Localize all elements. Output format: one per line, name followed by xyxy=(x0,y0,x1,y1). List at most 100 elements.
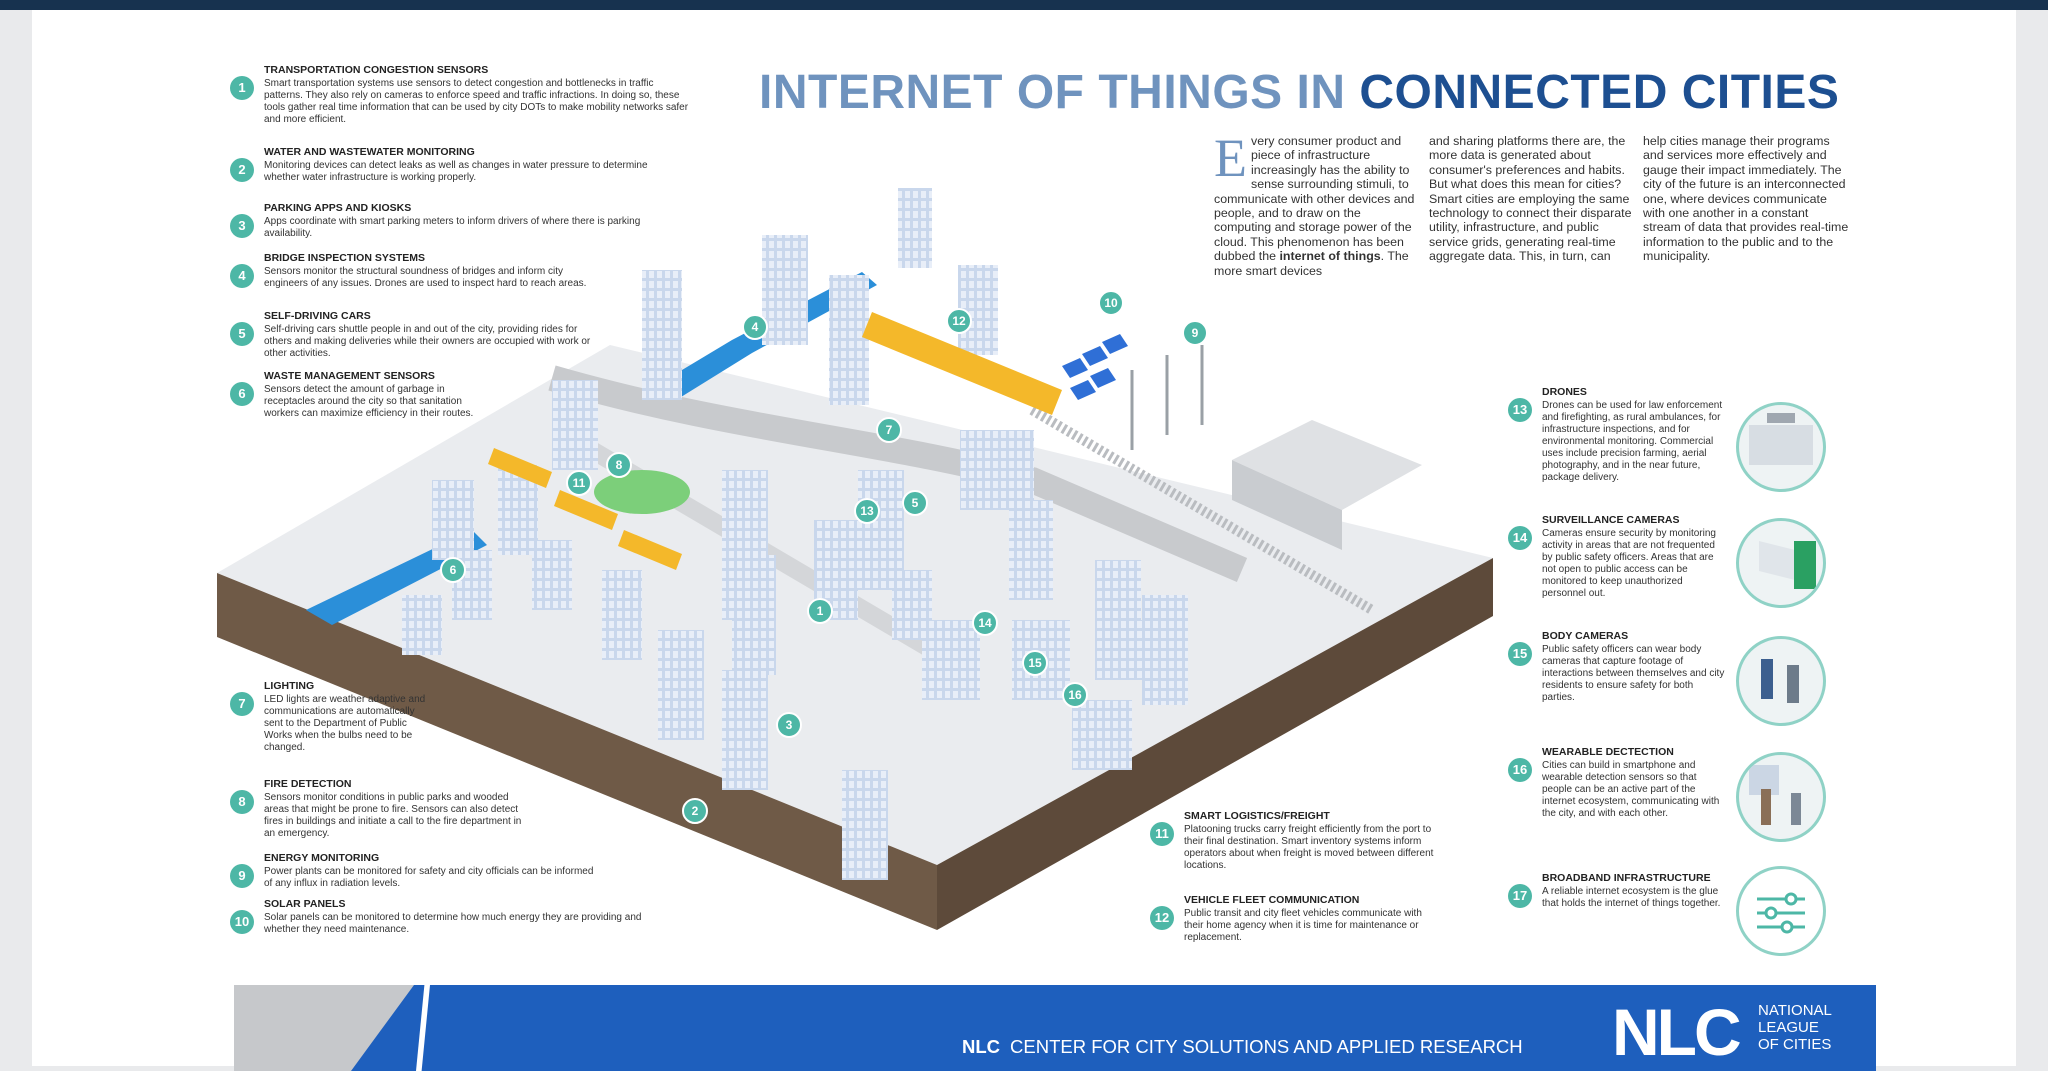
map-marker-11: 11 xyxy=(566,470,592,496)
item-number-badge: 12 xyxy=(1150,906,1174,930)
item-number-badge: 5 xyxy=(230,322,254,346)
intro-text-1-end: . The more smart devices xyxy=(1214,249,1409,278)
map-marker-15: 15 xyxy=(1022,650,1048,676)
item-number-badge: 3 xyxy=(230,214,254,238)
title-part-2: CONNECTED CITIES xyxy=(1359,66,1840,119)
logo-line-3: OF CITIES xyxy=(1758,1036,1832,1053)
intro-bold-term: internet of things xyxy=(1279,249,1381,264)
item-number-badge: 4 xyxy=(230,264,254,288)
intro-text-1: very consumer product and piece of infra… xyxy=(1214,134,1415,264)
item-title: FIRE DETECTION xyxy=(264,778,352,790)
item-text: Self-driving cars shuttle people in and … xyxy=(264,324,591,359)
item-title: VEHICLE FLEET COMMUNICATION xyxy=(1184,894,1360,906)
map-marker-2: 2 xyxy=(682,798,708,824)
city-illustration xyxy=(217,188,1493,930)
drone-thumbnail xyxy=(1736,402,1826,492)
item-title: WATER AND WASTEWATER MONITORING xyxy=(264,146,475,158)
item-number-badge: 7 xyxy=(230,692,254,716)
item-number-badge: 14 xyxy=(1508,526,1532,550)
nlc-logo: NLC xyxy=(1612,995,1742,1069)
item-number-badge: 15 xyxy=(1508,642,1532,666)
item-title: ENERGY MONITORING xyxy=(264,852,380,864)
footer-divider xyxy=(416,985,430,1071)
warehouse-wall xyxy=(1232,460,1342,550)
map-marker-12: 12 xyxy=(946,308,972,334)
buildings xyxy=(402,188,1188,880)
item-text: Monitoring devices can detect leaks as w… xyxy=(264,160,648,183)
warehouse-roof xyxy=(1232,420,1422,510)
map-marker-5: 5 xyxy=(902,490,928,516)
broadband-thumbnail xyxy=(1736,866,1826,956)
solar-panels xyxy=(1062,334,1128,400)
river-upper xyxy=(632,272,877,415)
item-number-badge: 9 xyxy=(230,864,254,888)
map-marker-4: 4 xyxy=(742,314,768,340)
item-title: SOLAR PANELS xyxy=(264,898,346,910)
item-number-badge: 17 xyxy=(1508,884,1532,908)
logo-line-2: LEAGUE xyxy=(1758,1019,1819,1036)
item-title: LIGHTING xyxy=(264,680,315,692)
item-title: WEARABLE DECTECTION xyxy=(1542,746,1674,758)
item-title: BROADBAND INFRASTRUCTURE xyxy=(1542,872,1711,884)
item-text: Public transit and city fleet vehicles c… xyxy=(1184,908,1422,943)
footer-banner: NLC CENTER FOR CITY SOLUTIONS AND APPLIED… xyxy=(234,985,1876,1071)
platform-side-right xyxy=(937,558,1493,930)
item-number-badge: 2 xyxy=(230,158,254,182)
map-marker-3: 3 xyxy=(776,712,802,738)
item-text: Platooning trucks carry freight efficien… xyxy=(1184,824,1434,871)
item-title: DRONES xyxy=(1542,386,1587,398)
item-number-badge: 8 xyxy=(230,790,254,814)
nlc-logo-text: NATIONAL LEAGUE OF CITIES xyxy=(1758,1002,1832,1053)
item-title: SMART LOGISTICS/FREIGHT xyxy=(1184,810,1330,822)
logo-line-1: NATIONAL xyxy=(1758,1002,1832,1019)
item-title: PARKING APPS AND KIOSKS xyxy=(264,202,412,214)
item-text: Solar panels can be monitored to determi… xyxy=(264,912,642,935)
map-marker-9: 9 xyxy=(1182,320,1208,346)
item-text: Sensors detect the amount of garbage in … xyxy=(264,384,474,419)
item-text: Smart transportation systems use sensors… xyxy=(264,78,689,125)
park xyxy=(594,470,690,514)
item-text: Public safety officers can wear body cam… xyxy=(1542,644,1725,703)
footer-grey-wedge xyxy=(234,985,414,1071)
item-number-badge: 6 xyxy=(230,382,254,406)
item-title: TRANSPORTATION CONGESTION SENSORS xyxy=(264,64,489,76)
item-title: BODY CAMERAS xyxy=(1542,630,1629,642)
item-text: A reliable internet ecosystem is the glu… xyxy=(1542,886,1721,909)
platform-side-left xyxy=(217,573,937,930)
item-title: SURVEILLANCE CAMERAS xyxy=(1542,514,1680,526)
wind-turbines xyxy=(1130,345,1204,450)
item-number-badge: 1 xyxy=(230,76,254,100)
item-text: Cities can build in smartphone and weara… xyxy=(1542,760,1720,819)
dropcap: E xyxy=(1214,128,1247,188)
footer-center-text: NLC CENTER FOR CITY SOLUTIONS AND APPLIED… xyxy=(962,1036,1523,1058)
item-text: Power plants can be monitored for safety… xyxy=(264,866,594,889)
map-marker-16: 16 xyxy=(1062,682,1088,708)
wearable-detection-thumbnail xyxy=(1736,752,1826,842)
footer-center-label: CENTER FOR CITY SOLUTIONS AND APPLIED RE… xyxy=(1010,1036,1523,1057)
item-text: Drones can be used for law enforcement a… xyxy=(1542,400,1723,483)
item-number-badge: 16 xyxy=(1508,758,1532,782)
item-number-badge: 10 xyxy=(230,910,254,934)
item-title: BRIDGE INSPECTION SYSTEMS xyxy=(264,252,426,264)
footer-org-short: NLC xyxy=(962,1036,1001,1057)
item-number-badge: 13 xyxy=(1508,398,1532,422)
intro-column-3: help cities manage their programs and se… xyxy=(1643,134,1849,264)
surveillance-camera-thumbnail xyxy=(1736,518,1826,608)
title-part-1: INTERNET OF THINGS IN xyxy=(759,66,1346,119)
intro-column-2: and sharing platforms there are, the mor… xyxy=(1429,134,1632,264)
item-text: LED lights are weather adaptive and comm… xyxy=(264,694,426,753)
infographic-page: INTERNET OF THINGS IN CONNECTED CITIES E… xyxy=(32,10,2016,1071)
item-text: Apps coordinate with smart parking meter… xyxy=(264,216,641,239)
train xyxy=(862,312,1062,415)
map-marker-1: 1 xyxy=(807,598,833,624)
top-bar xyxy=(0,0,2048,10)
freight-trucks xyxy=(488,448,682,570)
item-number-badge: 11 xyxy=(1150,822,1174,846)
item-text: Sensors monitor the structural soundness… xyxy=(264,266,587,289)
item-text: Cameras ensure security by monitoring ac… xyxy=(1542,528,1716,599)
map-marker-13: 13 xyxy=(854,498,880,524)
item-title: WASTE MANAGEMENT SENSORS xyxy=(264,370,435,382)
map-marker-10: 10 xyxy=(1098,290,1124,316)
item-title: SELF-DRIVING CARS xyxy=(264,310,371,322)
item-text: Sensors monitor conditions in public par… xyxy=(264,792,522,839)
